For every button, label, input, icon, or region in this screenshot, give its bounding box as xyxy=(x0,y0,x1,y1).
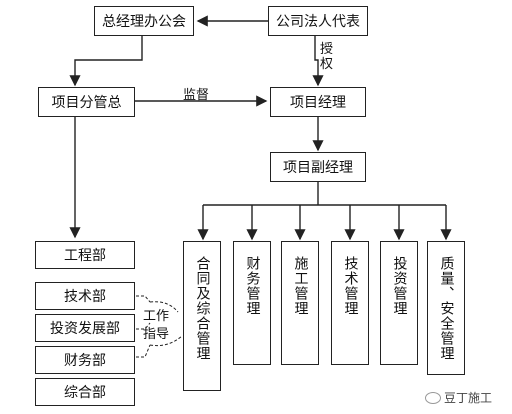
node-deputy-manager: 项目副经理 xyxy=(270,152,366,182)
node-legal-rep: 公司法人代表 xyxy=(268,6,368,36)
dept-item-label: 投资发展部 xyxy=(50,321,120,337)
dept-item: 综合部 xyxy=(35,378,135,406)
mgmt-item: 施工管理 xyxy=(281,241,319,365)
node-deputy-manager-label: 项目副经理 xyxy=(283,160,353,176)
node-general-manager-label: 项目分管总 xyxy=(51,95,122,111)
mgmt-item: 技术管理 xyxy=(331,241,369,365)
mgmt-item-label: 财务管理 xyxy=(244,256,261,316)
supervise-label: 监督 xyxy=(183,88,210,103)
dept-item: 财务部 xyxy=(35,346,135,374)
watermark: 豆丁施工 xyxy=(424,389,492,406)
wechat-icon xyxy=(424,391,441,404)
authorize-label: 授权 xyxy=(320,42,334,72)
guidance-label: 工作指导 xyxy=(142,309,169,342)
dept-item: 工程部 xyxy=(35,241,135,269)
node-legal-rep-label: 公司法人代表 xyxy=(276,14,360,30)
dept-item: 投资发展部 xyxy=(35,314,135,342)
watermark-label: 豆丁施工 xyxy=(443,391,492,405)
dept-item-label: 技术部 xyxy=(64,289,106,305)
dept-item-label: 综合部 xyxy=(64,385,106,401)
node-office: 总经理办公会 xyxy=(94,6,194,36)
node-general-manager: 项目分管总 xyxy=(38,87,135,117)
mgmt-item: 财务管理 xyxy=(233,241,271,365)
mgmt-item-label: 技术管理 xyxy=(342,256,359,316)
mgmt-item-label: 施工管理 xyxy=(292,256,309,316)
dept-item: 技术部 xyxy=(35,282,135,310)
mgmt-item-label: 投资管理 xyxy=(391,256,408,316)
node-project-manager: 项目经理 xyxy=(270,87,366,117)
node-office-label: 总经理办公会 xyxy=(102,14,186,30)
mgmt-item: 合同及综合管理 xyxy=(183,241,221,391)
mgmt-item: 投资管理 xyxy=(380,241,418,365)
dept-item-label: 工程部 xyxy=(64,248,106,264)
dept-item-label: 财务部 xyxy=(64,353,106,369)
mgmt-item-label: 合同及综合管理 xyxy=(194,256,211,361)
node-project-manager-label: 项目经理 xyxy=(290,95,346,111)
mgmt-item: 质量、安全管理 xyxy=(427,241,465,375)
mgmt-item-label: 质量、安全管理 xyxy=(438,256,455,361)
